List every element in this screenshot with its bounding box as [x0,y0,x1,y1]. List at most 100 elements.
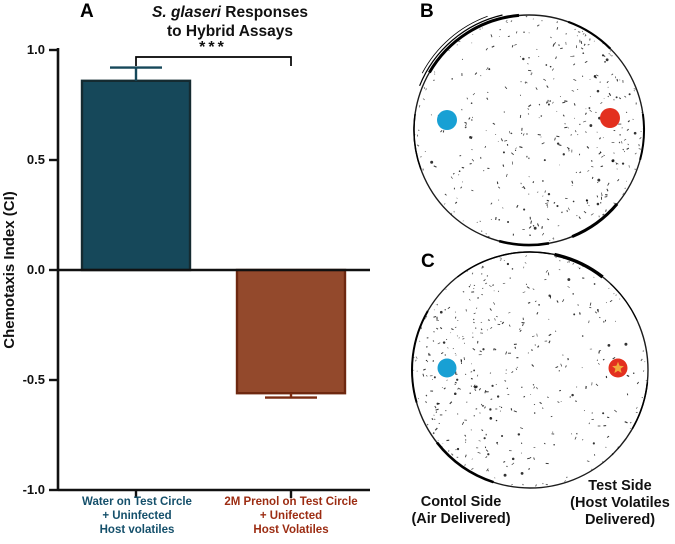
worm-speck [470,377,473,380]
worm-speck [483,279,486,282]
worm-speck [586,202,589,204]
worm-speck [547,192,551,196]
worm-speck [430,160,434,164]
worm-speck [505,351,508,355]
dish-rim-grain [444,202,446,205]
worm-speck [552,101,554,104]
dish-rim-grain [423,87,426,89]
dish-rim-grain [418,104,421,108]
worm-speck [519,329,522,333]
worm-speck [621,162,625,165]
worm-speck [598,151,602,155]
worm-speck [532,224,535,227]
worm-speck [469,298,471,301]
worm-speck [508,324,511,327]
dish-rim-arc [411,310,429,403]
worm-speck [470,429,472,431]
worm-speck [565,365,567,368]
worm-speck [531,335,535,338]
worm-speck [623,138,627,141]
worm-speck [471,158,475,162]
worm-speck [562,354,564,356]
dish-rim-arc [639,113,646,161]
worm-speck [527,113,530,115]
worm-speck [604,61,606,63]
worm-speck [604,196,608,198]
worm-speck [425,401,427,404]
worm-speck [486,275,489,277]
worm-speck [564,100,568,103]
worm-speck [481,429,484,432]
worm-speck [489,372,492,374]
dish-rim-grain [416,144,420,147]
dish-rim-arc [419,14,503,87]
worm-speck [628,93,631,96]
worm-speck [503,461,506,463]
dish-rim-grain [535,484,537,487]
worm-speck [589,124,593,127]
worm-speck [501,321,505,325]
worm-speck [426,345,428,348]
worm-speck [519,146,523,149]
dish-rim-arc [631,382,649,430]
worm-speck [624,421,628,424]
worm-speck [468,285,471,288]
worm-speck [504,380,507,382]
dish-rim-grain [645,379,647,382]
worm-speck [484,390,487,394]
worm-speck [595,74,599,77]
worm-speck [600,102,603,104]
worm-speck [496,441,499,444]
worm-speck [436,402,439,405]
worm-speck [462,181,464,183]
worm-speck [530,220,533,224]
worm-speck [509,130,511,134]
worm-speck [434,427,438,431]
worm-speck [596,89,600,93]
worm-speck [586,146,590,149]
worm-speck [608,92,612,97]
worm-speck [557,401,560,403]
worm-speck [606,188,609,192]
worm-speck [486,468,489,472]
worm-speck [588,422,591,425]
worm-speck [575,171,578,174]
worm-speck [490,34,493,38]
worm-speck [626,374,630,377]
worm-speck [524,262,527,264]
dish-rim-grain [584,35,587,37]
worm-speck [454,326,457,328]
worm-speck [525,81,528,84]
worm-speck [497,290,500,293]
worm-speck [498,218,501,221]
worm-speck [507,220,510,223]
dish-rim-grain [636,406,638,409]
worm-speck [536,311,539,315]
worm-speck [588,107,591,109]
worm-speck [462,338,465,340]
worm-speck [570,134,573,136]
worm-speck [433,315,437,318]
worm-speck [488,68,491,71]
dish-rim-grain [413,133,416,137]
worm-speck [517,433,521,436]
dish-rim-arc [435,441,494,484]
worm-speck [491,384,494,387]
worm-speck [458,174,460,176]
worm-speck [582,439,584,441]
worm-speck [501,434,504,438]
worm-speck [554,137,556,141]
dish-rim-grain [574,28,577,31]
worm-speck [576,215,578,217]
worm-speck [479,350,482,353]
worm-speck [564,126,568,129]
worm-speck [589,109,592,112]
worm-speck [579,123,581,126]
worm-speck [433,376,436,379]
worm-speck [614,409,618,413]
worm-speck [543,159,546,162]
worm-speck [468,117,471,120]
dish-rim-grain [634,152,637,155]
dish-rim-grain [416,370,418,372]
